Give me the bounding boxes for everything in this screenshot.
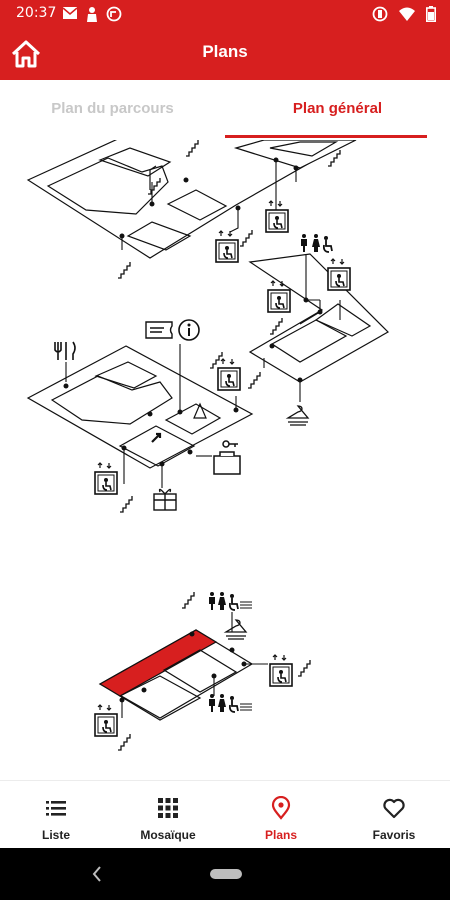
upper-right-platform (233, 140, 357, 169)
wifi-icon (399, 7, 415, 21)
tab-label: Plan général (292, 100, 383, 117)
vibrate-icon (372, 6, 388, 22)
page-title: Plans (202, 42, 248, 61)
connector-dots (63, 157, 323, 703)
bottom-navigation: Liste Mosaïque Plans Favoris (0, 780, 450, 848)
nav-label: Liste (41, 828, 70, 842)
back-icon[interactable] (90, 864, 104, 884)
grid-icon (158, 798, 178, 818)
middle-level-platform (26, 345, 254, 469)
battery-icon (426, 6, 436, 22)
home-gesture-pill[interactable] (210, 869, 242, 879)
system-navigation-bar (0, 848, 450, 900)
heart-icon (383, 798, 405, 819)
floor-plan-map[interactable] (0, 140, 450, 780)
status-bar: 20:37 (0, 0, 450, 28)
tab-label: Plan du parcours (51, 100, 174, 117)
nav-label: Plans (264, 828, 297, 842)
active-tab-indicator (225, 135, 427, 138)
ground-level-platform (98, 629, 254, 721)
nav-item-plans[interactable]: Plans (225, 781, 337, 849)
ticket-icon (145, 321, 173, 339)
cloakroom-icon (225, 405, 309, 640)
nav-label: Favoris (372, 828, 416, 842)
info-icon (178, 319, 200, 341)
nav-item-liste[interactable]: Liste (0, 781, 112, 849)
restroom-icon (209, 234, 333, 713)
nav-item-mosaique[interactable]: Mosaïque (112, 781, 224, 849)
entrance-arrow-icon (151, 402, 207, 443)
status-time: 20:37 (16, 5, 57, 21)
nav-item-favoris[interactable]: Favoris (338, 781, 450, 849)
tab-plan-general[interactable]: Plan général (225, 80, 450, 140)
restaurant-icon (54, 341, 76, 360)
cast-icon (106, 6, 122, 22)
tab-plan-du-parcours[interactable]: Plan du parcours (0, 80, 225, 140)
mail-icon (62, 7, 78, 19)
lockers-icon (213, 440, 241, 475)
upper-level-platform (26, 140, 352, 259)
tab-bar: Plan du parcours Plan général (0, 80, 450, 140)
list-icon (46, 801, 66, 816)
home-icon[interactable] (10, 38, 42, 70)
mezzanine-platform (248, 253, 389, 383)
app-bar: Plans (0, 28, 450, 80)
gift-shop-icon (153, 488, 177, 511)
person-icon (87, 7, 97, 22)
map-pin-icon (271, 796, 291, 820)
nav-label: Mosaïque (140, 828, 196, 842)
